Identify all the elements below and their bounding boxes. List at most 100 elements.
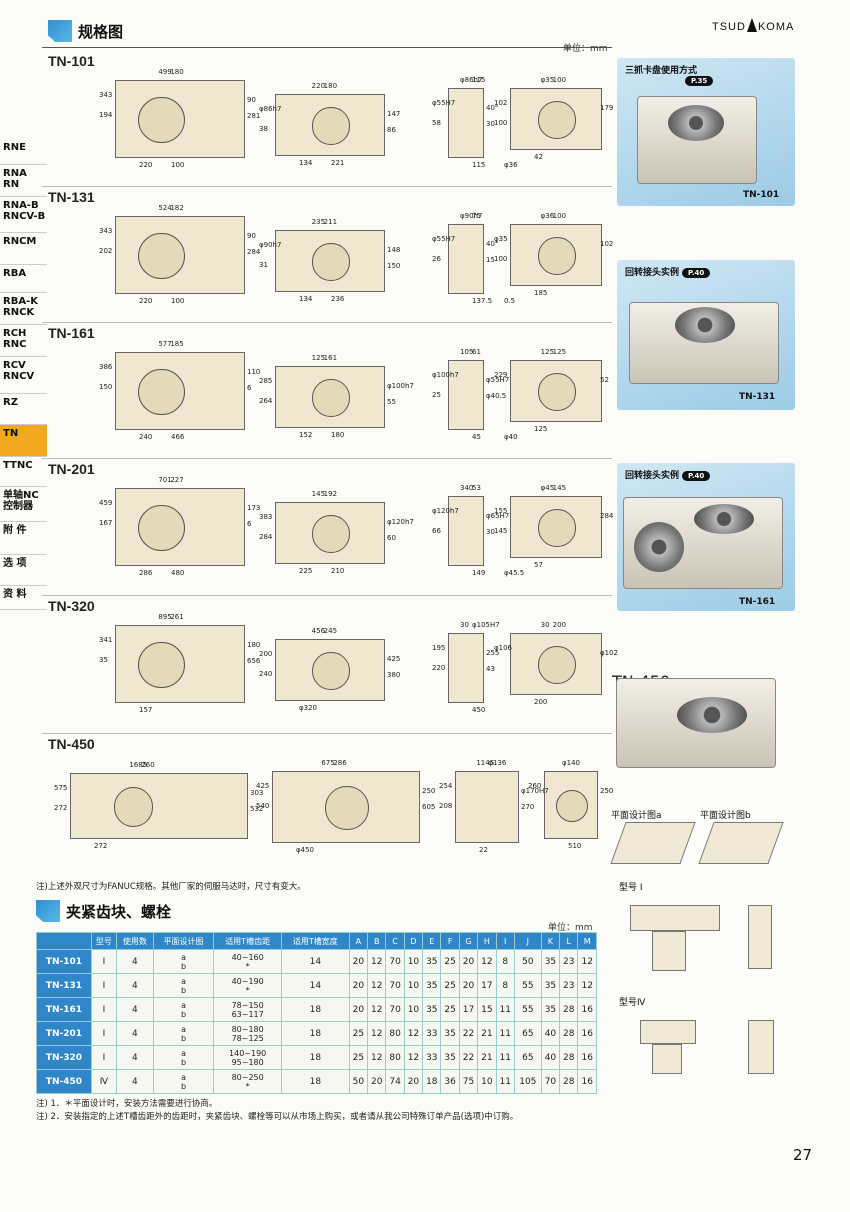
side-tab-9[interactable]: TN xyxy=(0,425,47,457)
model-name: TN-201 xyxy=(48,461,95,477)
table-cell: 70 xyxy=(385,973,405,998)
dimension-label: 185 xyxy=(170,340,184,348)
side-tab-10[interactable]: TTNC xyxy=(0,457,47,487)
dimension-label: 35 xyxy=(99,656,108,664)
side-tab-7[interactable]: RCV RNCV xyxy=(0,357,47,394)
table-circle xyxy=(538,101,576,139)
dimension-label: 195 xyxy=(432,644,446,652)
dimension-label: 42 xyxy=(534,153,543,161)
table-cell: 18 xyxy=(422,1069,442,1094)
clamp-type4-fig xyxy=(640,1020,696,1044)
side-tab-1[interactable]: RNA RN xyxy=(0,165,47,197)
fig-label-b: 平面设计图b xyxy=(700,811,751,821)
dimension-label: 264 xyxy=(259,397,273,405)
clamp-type4-side xyxy=(748,1020,774,1074)
table-cell: 20 xyxy=(348,949,369,974)
dimension-label: 194 xyxy=(99,111,113,119)
dimension-label: 255 xyxy=(486,649,500,657)
model-cell: TN-101 xyxy=(36,949,92,974)
table-header: B xyxy=(367,932,387,950)
side-tab-6[interactable]: RCH RNC xyxy=(0,325,47,357)
dimension-label: 25 xyxy=(432,391,441,399)
table-circle xyxy=(538,237,576,275)
side-tab-0[interactable]: RNE xyxy=(0,139,47,165)
table-header: G xyxy=(458,932,479,950)
dimension-label: 61 xyxy=(472,348,481,356)
dimension-label: 26 xyxy=(432,255,441,263)
dimension-label: 220 xyxy=(139,161,153,169)
table-cell: 65 xyxy=(513,1045,542,1070)
side-tab-8[interactable]: RZ xyxy=(0,394,47,425)
dimension-label: 100 xyxy=(494,119,508,127)
table-cell: a b xyxy=(152,997,215,1022)
dimension-label: 40° xyxy=(486,240,499,248)
side-tab-5[interactable]: RBA-K RNCK xyxy=(0,293,47,325)
dimension-label: 675 xyxy=(321,759,335,767)
table-cell: 16 xyxy=(577,1045,597,1070)
dimension-label: 480 xyxy=(171,569,185,577)
side-tab-3[interactable]: RNCM xyxy=(0,233,47,265)
dimension-label: 380 xyxy=(387,671,401,679)
model-name: TN-320 xyxy=(48,598,95,614)
table-cell: 35 xyxy=(440,1045,460,1070)
side-tab-14[interactable]: 资 料 xyxy=(0,586,47,610)
side-tab-11[interactable]: 单轴NC 控制器 xyxy=(0,487,47,522)
dimension-label: 100 xyxy=(552,212,567,220)
table-cell: 23 xyxy=(559,973,579,998)
dimension-label: 895 xyxy=(158,613,172,621)
table-cell: 12 xyxy=(367,997,387,1022)
dimension-label: 383 xyxy=(259,513,273,521)
table-cell: 70 xyxy=(540,1069,561,1094)
side-tab-2[interactable]: RNA-B RNCV-B xyxy=(0,197,47,233)
table-header: K xyxy=(540,932,561,950)
dimension-label: φ40 xyxy=(504,433,518,441)
fig-label-type4: 型号Ⅳ xyxy=(619,998,646,1008)
side-tab-4[interactable]: RBA xyxy=(0,265,47,293)
dimension-label: 173 xyxy=(247,504,261,512)
row-divider xyxy=(42,458,612,459)
table-cell: 40~190 * xyxy=(213,973,282,998)
table-circle xyxy=(138,232,185,280)
table-cell: 12 xyxy=(367,949,387,974)
table-cell: 25 xyxy=(440,997,460,1022)
drawing-view-3 xyxy=(448,496,484,566)
table-cell: 80~250 * xyxy=(213,1069,282,1094)
table-circle xyxy=(312,107,350,145)
unit-label: 单位：mm xyxy=(563,44,608,54)
table-cell: 12 xyxy=(403,1045,424,1070)
dimension-label: 180 xyxy=(331,431,345,439)
side-tab-13[interactable]: 选 项 xyxy=(0,555,47,586)
table-cell: 78~150 63~117 xyxy=(213,997,282,1022)
side-tab-12[interactable]: 附 件 xyxy=(0,522,47,555)
dimension-label: 137.5 xyxy=(472,297,493,305)
dimension-label: 499 xyxy=(158,68,172,76)
dimension-label: 185 xyxy=(534,289,548,297)
dimension-label: 1685 xyxy=(129,761,148,769)
dimension-label: 236 xyxy=(331,295,345,303)
dimension-label: 15 xyxy=(486,256,495,264)
clamp-note-2: 注) 2．安装指定的上述T槽齿距外的齿距时，夹紧齿块、螺栓等可以从市场上购买，或… xyxy=(36,1112,519,1122)
table-cell: 20 xyxy=(458,949,479,974)
table-cell: 4 xyxy=(115,1069,154,1094)
model-name: TN-101 xyxy=(48,53,95,69)
dimension-label: 240 xyxy=(139,433,153,441)
table-cell: 12 xyxy=(577,973,597,998)
drawing-view-3 xyxy=(448,633,484,703)
dimension-label: φ90h7 xyxy=(259,241,282,249)
model-cell: TN-161 xyxy=(36,997,92,1022)
table-cell: 140~190 95~180 xyxy=(213,1045,282,1070)
dimension-label: φ120h7 xyxy=(432,507,459,515)
dimension-label: 100 xyxy=(171,297,185,305)
table-cell: 23 xyxy=(559,949,579,974)
dimension-label: 145 xyxy=(494,527,508,535)
table-cell: 4 xyxy=(115,1045,154,1070)
dimension-label: 75 xyxy=(472,212,481,220)
table-cell: I xyxy=(90,1045,117,1070)
table-cell: 50 xyxy=(348,1069,369,1094)
drawing-view-2 xyxy=(275,639,385,701)
table-cell: 17 xyxy=(477,973,497,998)
dimension-label: 656 xyxy=(247,657,261,665)
